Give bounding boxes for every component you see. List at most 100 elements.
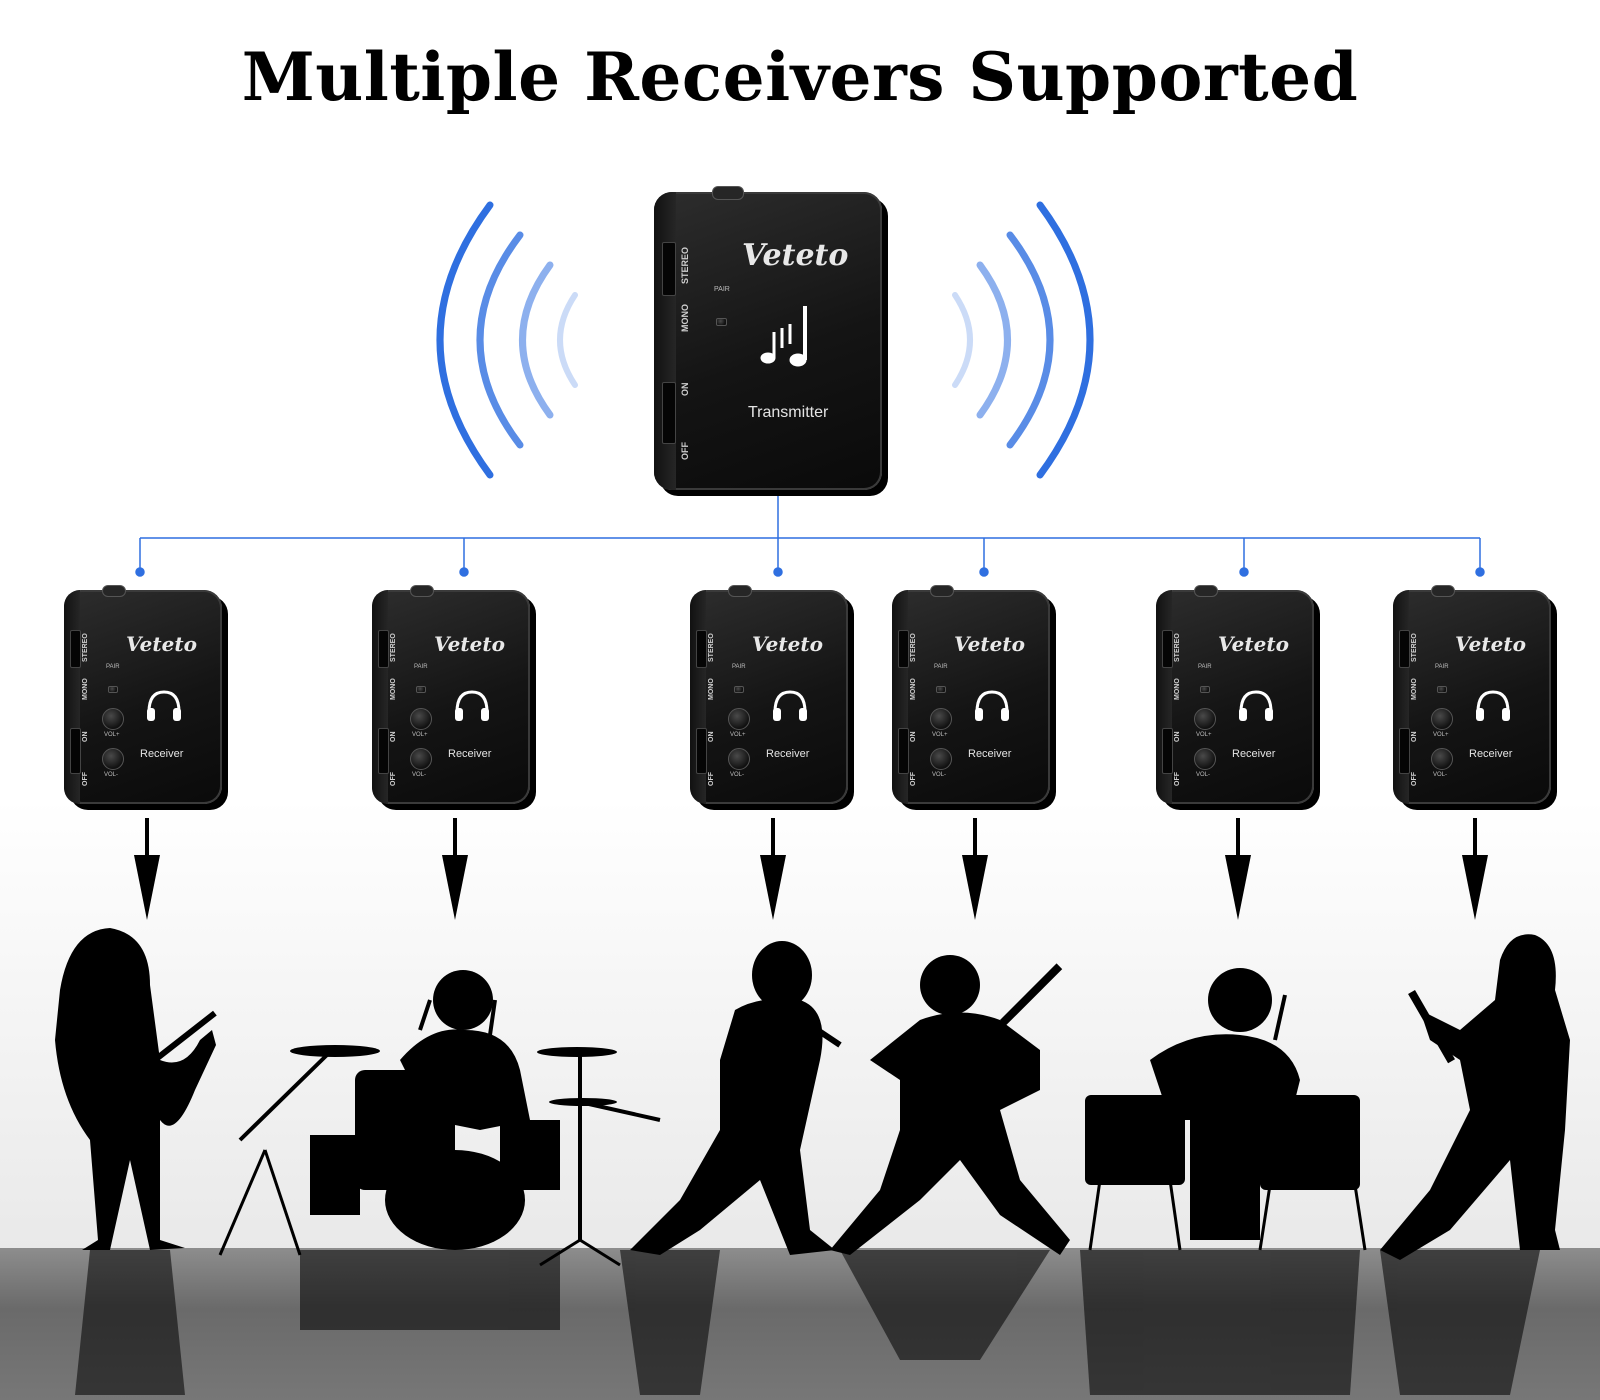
brand-logo: Veteto — [434, 632, 505, 656]
vol-down-knob — [1431, 748, 1453, 770]
mode-switch — [1162, 630, 1173, 668]
vol-down-label: VOL- — [932, 772, 947, 778]
headphones-icon — [1476, 690, 1510, 721]
drummer-silhouette — [218, 970, 661, 1267]
headphones-icon — [455, 690, 489, 721]
signal-waves-left — [436, 201, 578, 479]
pair-led — [716, 318, 727, 326]
mode-switch — [662, 242, 676, 296]
vol-up-label: VOL+ — [932, 732, 948, 738]
power-button — [1431, 585, 1455, 597]
brand-logo: Veteto — [126, 632, 197, 656]
vol-up-label: VOL+ — [1433, 732, 1449, 738]
power-switch — [898, 728, 909, 774]
device-name: Receiver — [140, 748, 184, 760]
vol-down-label: VOL- — [104, 772, 119, 778]
vol-up-label: VOL+ — [730, 732, 746, 738]
pair-label: PAIR — [106, 664, 120, 670]
vol-down-knob — [1194, 748, 1216, 770]
pair-label: PAIR — [414, 664, 428, 670]
power-button — [102, 585, 126, 597]
vol-down-knob — [102, 748, 124, 770]
pair-led — [416, 686, 426, 693]
power-switch — [696, 728, 707, 774]
device-name: Transmitter — [748, 404, 829, 421]
pair-label: PAIR — [1198, 664, 1212, 670]
receiver-device-6: MONO STEREO ON OFF PAIR VOL+ VOL- Veteto… — [1393, 585, 1551, 804]
guitarist-silhouette — [830, 955, 1070, 1255]
guitarist-silhouette — [1380, 934, 1570, 1260]
headphones-icon — [773, 690, 807, 721]
device-name: Receiver — [448, 748, 492, 760]
power-button — [410, 585, 434, 597]
mode-switch — [696, 630, 707, 668]
drummer-silhouette — [1085, 968, 1367, 1251]
receiver-device-3: MONO STEREO ON OFF PAIR VOL+ VOL- Veteto… — [690, 585, 848, 804]
signal-waves-right — [952, 201, 1094, 479]
power-button — [728, 585, 752, 597]
mode-switch — [378, 630, 389, 668]
headphones-icon — [1239, 690, 1273, 721]
vol-down-label: VOL- — [1196, 772, 1211, 778]
pair-led — [108, 686, 118, 693]
vol-up-knob — [728, 708, 750, 730]
power-switch — [378, 728, 389, 774]
brand-logo: Veteto — [752, 632, 823, 656]
music-note-icon — [760, 306, 807, 367]
connector-tree — [135, 488, 1485, 577]
vol-down-knob — [728, 748, 750, 770]
floor-reflection — [75, 1250, 1540, 1395]
mode-switch — [1399, 630, 1410, 668]
page-title: Multiple Receivers Supported — [241, 38, 1359, 116]
vol-up-knob — [102, 708, 124, 730]
vol-up-knob — [1431, 708, 1453, 730]
vol-down-knob — [930, 748, 952, 770]
pair-led — [1437, 686, 1447, 693]
vol-up-knob — [1194, 708, 1216, 730]
vol-down-label: VOL- — [730, 772, 745, 778]
power-switch — [70, 728, 81, 774]
pair-label: PAIR — [1435, 664, 1449, 670]
vol-up-label: VOL+ — [104, 732, 120, 738]
power-button — [712, 186, 744, 200]
brand-logo: Veteto — [1455, 632, 1526, 656]
singer-silhouette — [630, 941, 842, 1255]
vol-down-label: VOL- — [1433, 772, 1448, 778]
receiver-device-1: MONO STEREO ON OFF PAIR VOL+ VOL- Veteto… — [64, 585, 222, 804]
mode-switch — [70, 630, 81, 668]
device-name: Receiver — [1232, 748, 1276, 760]
vol-up-label: VOL+ — [412, 732, 428, 738]
vol-up-knob — [930, 708, 952, 730]
pair-led — [1200, 686, 1210, 693]
power-switch — [1399, 728, 1410, 774]
pair-label: PAIR — [732, 664, 746, 670]
power-button — [1194, 585, 1218, 597]
device-name: Receiver — [766, 748, 810, 760]
receiver-device-2: MONO STEREO ON OFF PAIR VOL+ VOL- Veteto… — [372, 585, 530, 804]
pair-led — [936, 686, 946, 693]
pair-led — [734, 686, 744, 693]
vol-down-label: VOL- — [412, 772, 427, 778]
receiver-device-4: MONO STEREO ON OFF PAIR VOL+ VOL- Veteto… — [892, 585, 1050, 804]
headphones-icon — [975, 690, 1009, 721]
headphones-icon — [147, 690, 181, 721]
pair-label: PAIR — [934, 664, 948, 670]
down-arrows — [134, 818, 1488, 920]
pair-label: PAIR — [714, 286, 730, 293]
power-switch — [1162, 728, 1173, 774]
device-name: Receiver — [1469, 748, 1513, 760]
brand-logo: Veteto — [742, 238, 849, 273]
power-button — [930, 585, 954, 597]
mode-switch — [898, 630, 909, 668]
vol-up-label: VOL+ — [1196, 732, 1212, 738]
brand-logo: Veteto — [1218, 632, 1289, 656]
transmitter-device: MONO STEREO ON OFF PAIR Veteto Transmitt… — [654, 186, 882, 490]
power-switch — [662, 382, 676, 444]
brand-logo: Veteto — [954, 632, 1025, 656]
receiver-device-5: MONO STEREO ON OFF PAIR VOL+ VOL- Veteto… — [1156, 585, 1314, 804]
vol-up-knob — [410, 708, 432, 730]
vol-down-knob — [410, 748, 432, 770]
guitarist-silhouette — [55, 928, 217, 1250]
